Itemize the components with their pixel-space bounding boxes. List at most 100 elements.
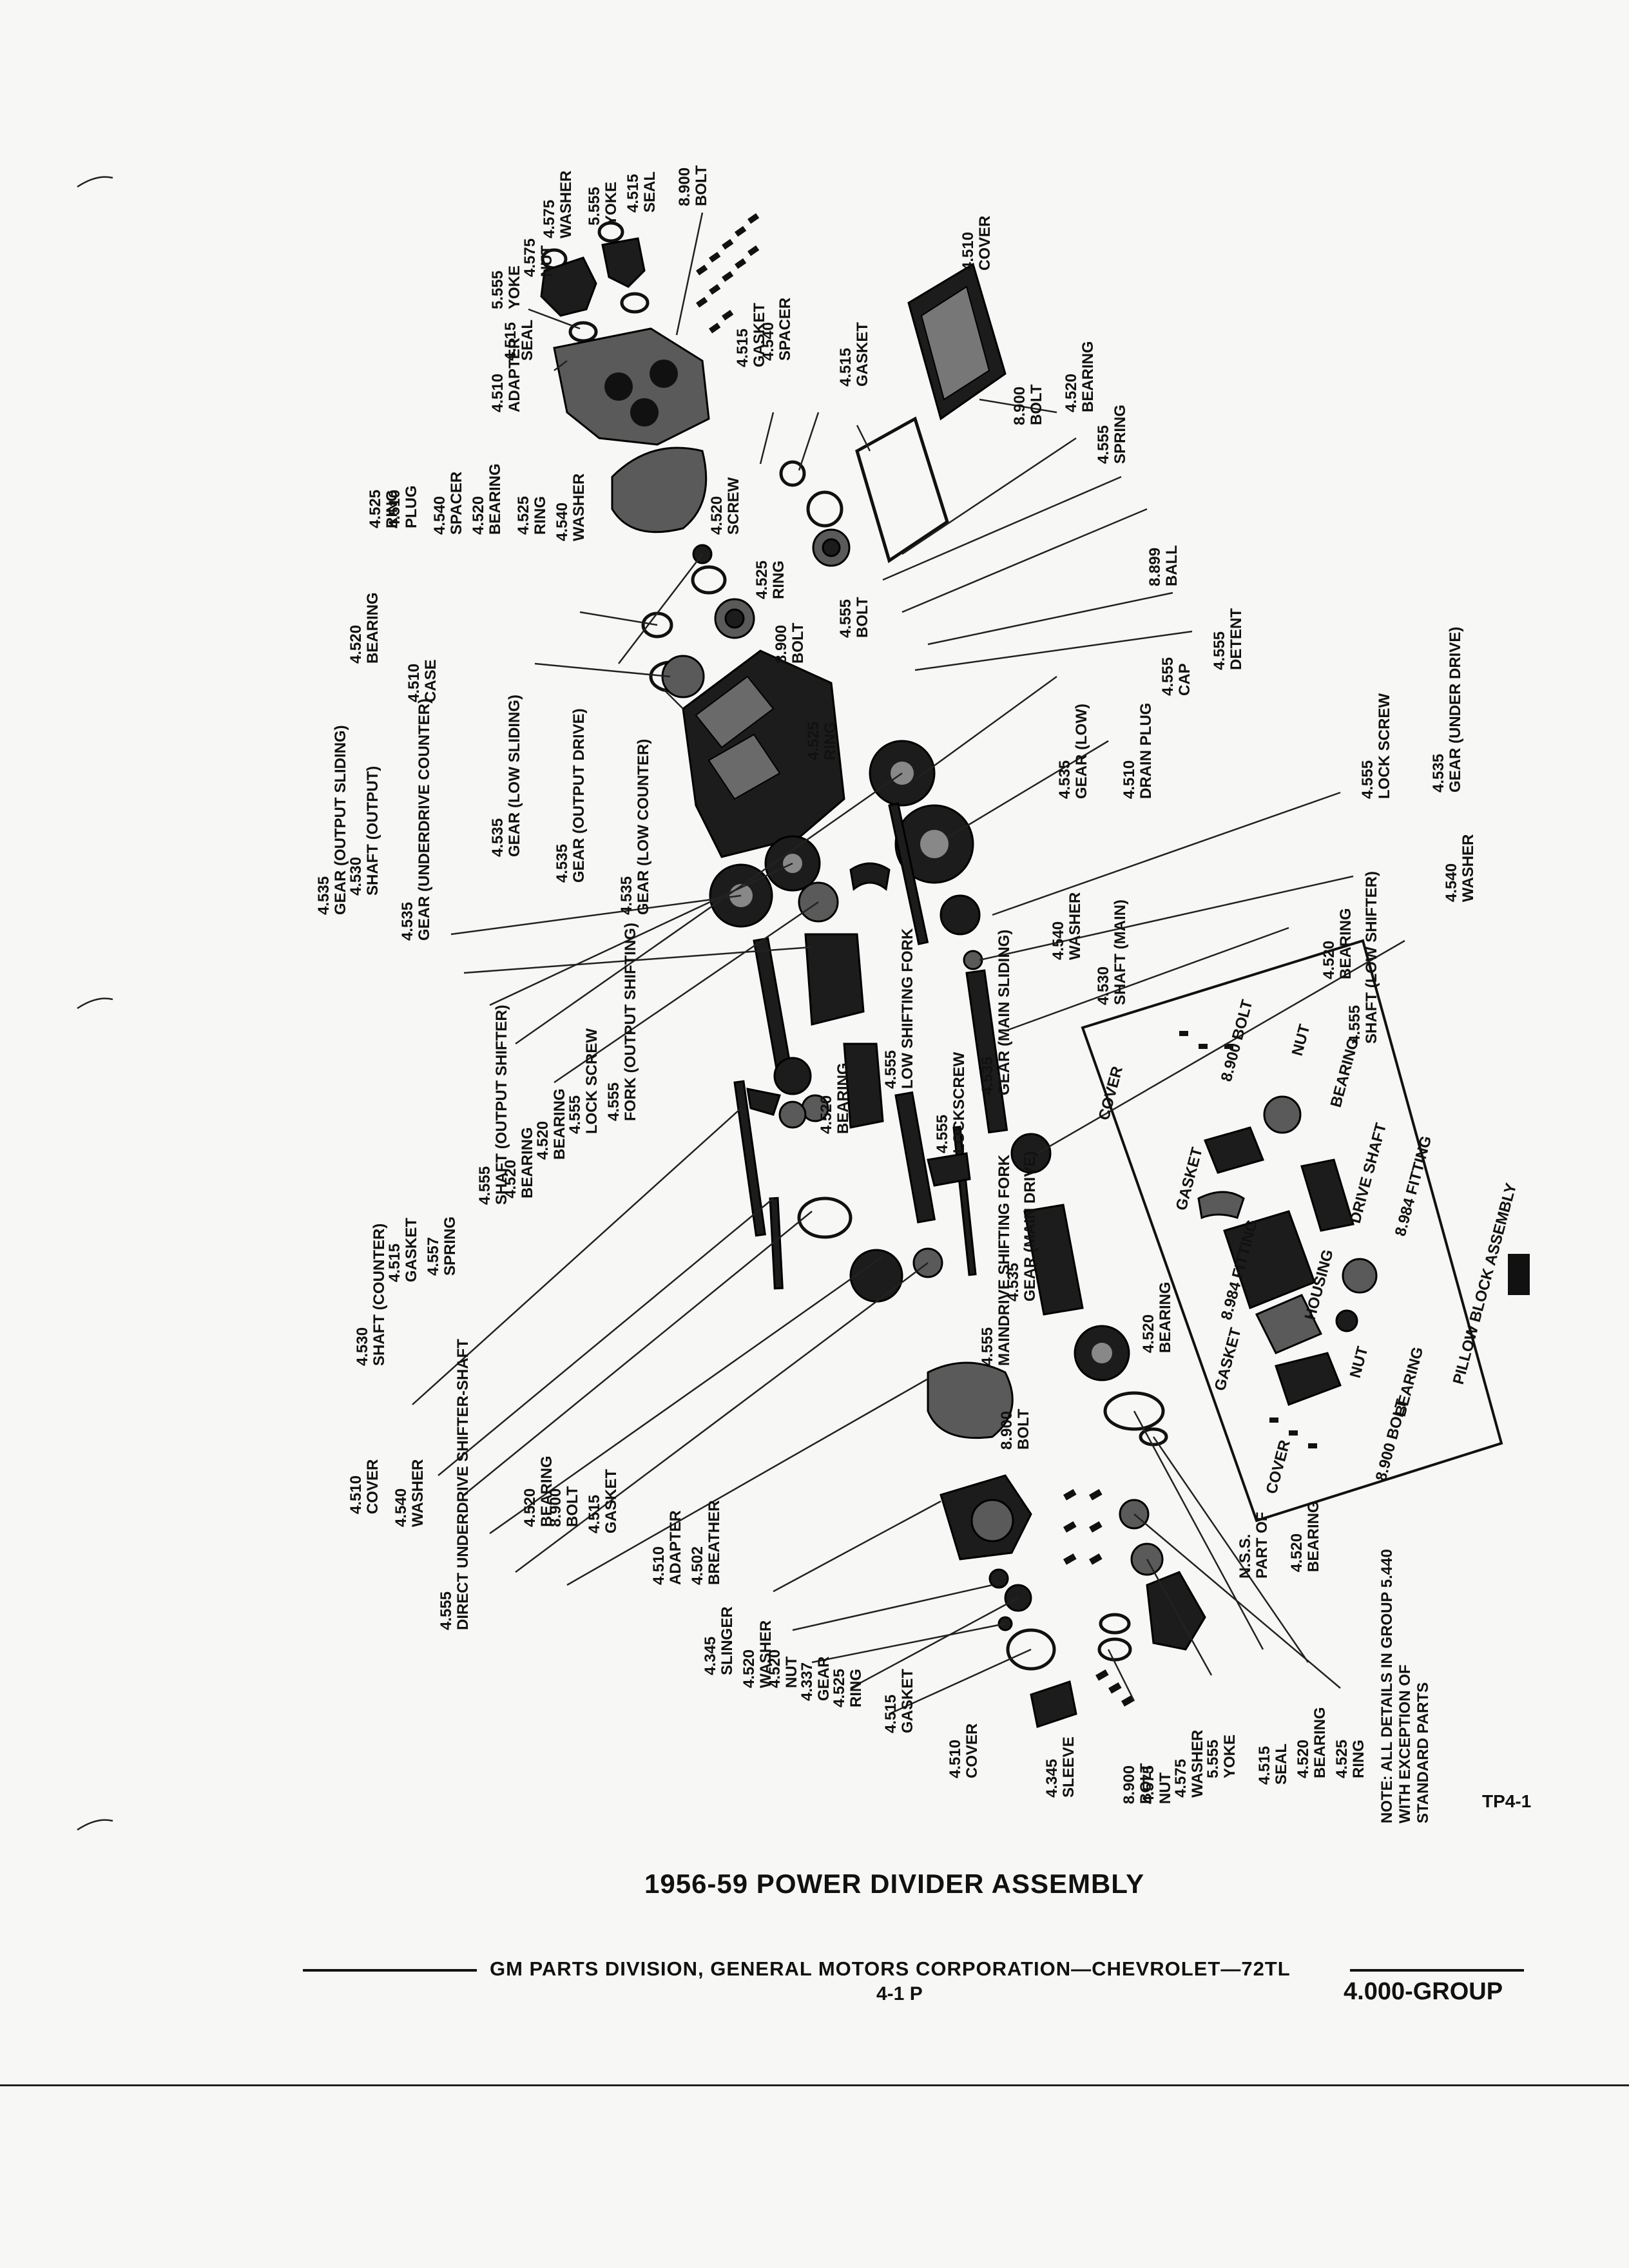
pillow-block-label: NUT [1289,1023,1314,1058]
note-line: WITH EXCEPTION OF [1396,1664,1414,1823]
callout-part-number: 4.555 [1159,657,1177,696]
callout-part-number: 4.337 [798,1662,816,1701]
callout-part-number: 8.899 [1146,548,1164,586]
callout-part-number: 4.557 [425,1237,442,1276]
callout-part-number: 4.520 [1320,941,1338,979]
footer-rule-right [1350,1969,1524,1972]
callout-part-name: MAINDRIVE SHIFTING FORK [996,1154,1013,1366]
callout-part-name: GASKET [602,1469,620,1533]
callout-part-name: GEAR [815,1657,833,1701]
binder-hole-bottom [77,1819,113,1831]
callout-part-name: CASE [422,659,439,702]
pillow-block-label: 8.900 BOLT [1373,1397,1411,1483]
binder-hole-middle [77,997,113,1010]
callout-part-number: N.S.S. [1237,1534,1254,1579]
callout-part-name: ADAPTER [506,338,523,412]
callout-part-name: SEAL [641,171,659,213]
callout-part-name: WASHER [409,1459,427,1527]
callout-part-number: 4.555 [605,1082,622,1121]
callout-part-number: 4.515 [502,322,519,361]
callout-label: N.S.S.PART OF [1237,1512,1271,1579]
main-case-part [682,649,845,858]
pillow-block-label: DRIVE SHAFT [1347,1121,1391,1225]
callout-part-number: 4.530 [347,857,365,896]
callout-part-number: 4.555 [1095,425,1112,464]
callout-part-name: PART OF [1253,1512,1271,1579]
callout-part-number: 4.520 [740,1649,758,1688]
callout-part-number: 4.555 [1211,631,1228,670]
callout-part-number: 4.555 [1346,1005,1364,1044]
callout-part-number: 4.345 [1043,1759,1061,1798]
callout-part-number: 4.535 [399,902,416,941]
callout-part-number: 4.515 [586,1495,603,1533]
callout-part-name: BEARING [538,1456,555,1527]
callout-part-number: 4.575 [521,238,539,277]
callout-part-name: GEAR (LOW SLIDING) [506,695,523,857]
callout-part-name: GEAR (LOW COUNTER) [635,739,652,915]
callout-part-number: 4.510 [405,664,423,702]
callout-part-name: DRAIN PLUG [1137,703,1155,799]
callout-part-number: 4.520 [1295,1740,1312,1778]
callout-part-number: 4.540 [392,1488,410,1527]
bottom-adapter-group [927,1361,1206,1728]
callout-part-name: YOKE [602,182,620,226]
callout-part-name: BEARING [1157,1282,1174,1353]
callout-part-number: 4.520 [766,1649,784,1688]
top-cover-gasket-part [855,416,949,563]
callout-part-name: BEARING [1079,341,1097,412]
callout-part-number: 4.535 [618,876,635,915]
footer-rule-left [303,1969,477,1972]
callout-part-name: WASHER [757,1620,775,1688]
callout-part-number: 4.575 [541,200,558,238]
callout-part-name: RING [383,490,401,528]
callout-part-name: GEAR (UNDERDRIVE COUNTER) [416,698,433,941]
callout-part-number: 4.510 [650,1546,668,1585]
callout-part-number: 4.535 [1430,754,1447,793]
callout-part-number: 4.575 [1172,1759,1190,1798]
callout-part-number: 4.525 [831,1669,848,1707]
callout-part-name: LOCKSCREW [950,1052,968,1153]
callout-part-name: SPRING [1112,405,1129,464]
callout-part-number: 8.900 [1011,387,1028,425]
callout-part-number: 8.900 [547,1488,564,1527]
callout-part-name: BEARING [364,592,381,664]
callout-part-number: 4.510 [489,374,506,412]
callout-part-number: 4.535 [554,844,571,883]
callout-part-name: GEAR (LOW) [1073,704,1090,799]
pillow-block-label: NUT [1347,1345,1372,1380]
shifter-shafts [733,1080,1168,1446]
callout-part-number: 5.555 [489,271,506,309]
callout-part-number: 4.535 [1005,1263,1022,1302]
callout-part-name: COVER [976,216,994,271]
callout-part-number: 4.502 [689,1546,706,1585]
callout-part-name: CAP [1176,663,1193,696]
callout-part-name: YOKE [506,265,523,309]
callout-part-name: BOLT [1015,1408,1032,1450]
